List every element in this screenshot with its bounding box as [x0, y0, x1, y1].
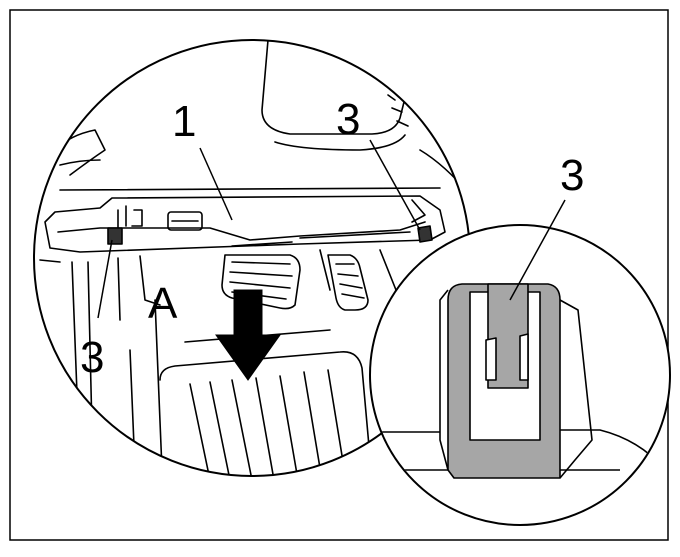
panel-slot — [167, 211, 203, 231]
pedal-brake — [221, 254, 301, 310]
console-vent-lines — [387, 94, 409, 127]
label-part-3-left: 3 — [80, 333, 104, 382]
floor-mat-ribs — [189, 369, 347, 476]
clip-left — [107, 227, 123, 245]
clip-right — [417, 225, 433, 243]
left-bracket — [117, 205, 143, 229]
leader-3-left — [97, 239, 113, 319]
leader-1 — [199, 147, 233, 221]
pedal-accel-grip — [335, 263, 365, 299]
pedal-brake-grip — [229, 261, 293, 300]
detail-clip-tongue — [485, 333, 529, 381]
leader-3-top — [369, 139, 421, 231]
label-part-1: 1 — [172, 97, 196, 146]
label-part-3-top: 3 — [336, 95, 360, 144]
pedal-accel — [327, 254, 369, 311]
detail-view — [369, 199, 671, 526]
trim-panel-edge — [231, 231, 411, 247]
floor-mat — [159, 351, 373, 476]
console-inner-line — [274, 134, 406, 151]
leader-3-detail — [509, 199, 566, 301]
dash-left-curve-2 — [59, 159, 101, 166]
label-part-3-detail: 3 — [560, 151, 584, 200]
detail-clip-side — [559, 299, 593, 479]
detail-surface — [378, 429, 666, 471]
main-view — [33, 39, 471, 477]
down-arrow-icon — [215, 289, 281, 381]
label-direction-a: A — [148, 279, 178, 328]
trim-panel-inner — [57, 221, 426, 241]
trim-panel — [44, 195, 446, 253]
footwell-lines-left — [71, 255, 161, 431]
figure-frame — [9, 9, 669, 541]
console-outline — [261, 40, 413, 135]
dash-lower-line — [59, 187, 441, 191]
